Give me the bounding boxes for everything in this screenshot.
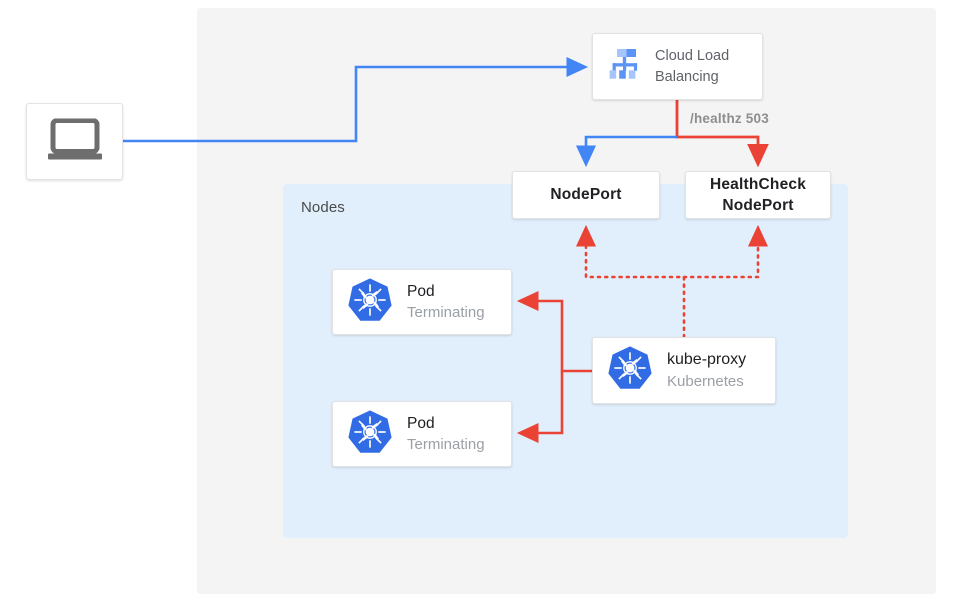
cloud-load-balancing-card[interactable]: Cloud Load Balancing xyxy=(592,33,763,100)
pod-a-text: Pod Terminating xyxy=(407,281,485,323)
clb-title-line2: Balancing xyxy=(655,68,719,85)
pod-b-title: Pod xyxy=(407,415,435,432)
kubernetes-icon xyxy=(607,345,653,396)
kube-proxy-title: kube-proxy xyxy=(667,350,747,368)
kube-proxy-subtitle: Kubernetes xyxy=(667,372,744,390)
client-device-card[interactable] xyxy=(26,103,123,180)
laptop-icon xyxy=(47,117,103,165)
cloud-load-balancing-label: Cloud Load Balancing xyxy=(655,46,729,88)
kubernetes-icon xyxy=(347,277,393,328)
pod-a-title: Pod xyxy=(407,283,435,300)
healthcheck-line2: NodePort xyxy=(722,197,794,214)
healthcheck-line1: HealthCheck xyxy=(709,176,807,193)
kube-proxy-card[interactable]: kube-proxy Kubernetes xyxy=(592,337,776,404)
pod-a-status: Terminating xyxy=(407,304,485,321)
pod-card-a[interactable]: Pod Terminating xyxy=(332,269,512,335)
pod-b-status: Terminating xyxy=(407,436,485,453)
kube-proxy-text: kube-proxy Kubernetes xyxy=(667,349,746,393)
nodeport-label: NodePort xyxy=(550,186,622,203)
nodes-region-label: Nodes xyxy=(301,199,345,216)
pod-b-text: Pod Terminating xyxy=(407,413,485,455)
cloud-load-balancing-icon xyxy=(604,44,644,89)
healthz-edge-label: /healthz 503 xyxy=(690,111,769,126)
kubernetes-icon xyxy=(347,409,393,460)
nodeport-card[interactable]: NodePort xyxy=(512,171,660,219)
clb-title-line1: Cloud Load xyxy=(655,47,730,64)
healthcheck-nodeport-card[interactable]: HealthCheck NodePort xyxy=(685,171,831,219)
pod-card-b[interactable]: Pod Terminating xyxy=(332,401,512,467)
healthcheck-nodeport-label: HealthCheck NodePort xyxy=(710,174,806,216)
